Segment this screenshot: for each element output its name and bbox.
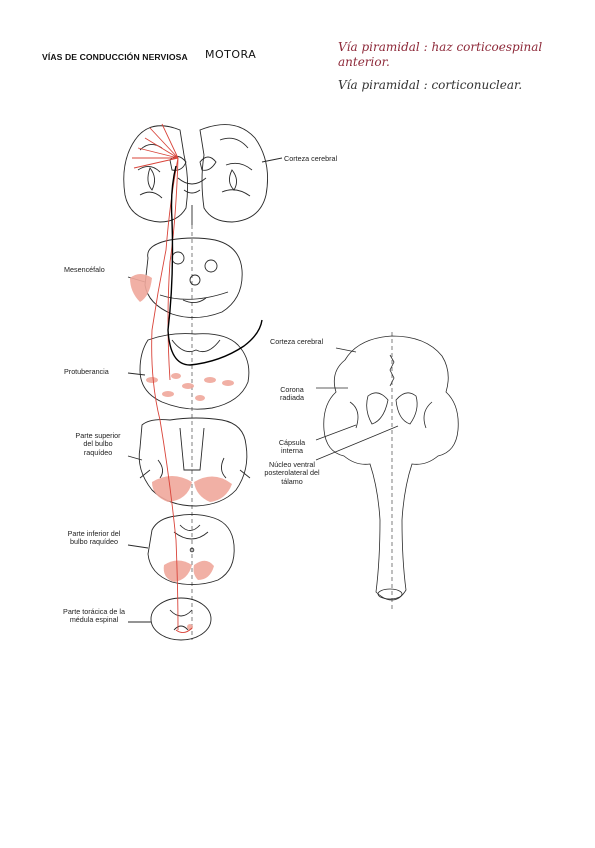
label-corteza-cerebral-right: Corteza cerebral xyxy=(270,337,324,346)
label-parte-inferior-bulbo: Parte inferior del bulbo raquídeo xyxy=(67,529,121,547)
lower-medulla-section xyxy=(127,513,235,585)
upper-medulla-section xyxy=(127,417,251,507)
label-parte-superior-bulbo: Parte superior del bulbo raquídeo xyxy=(75,431,121,457)
label-parte-toracica: Parte torácica de la médula espinal xyxy=(63,607,125,625)
label-protuberancia: Protuberancia xyxy=(64,367,109,376)
pons-section xyxy=(127,333,250,410)
label-corteza-cerebral: Corteza cerebral xyxy=(284,154,338,163)
coronal-brain-section xyxy=(123,124,283,225)
brainstem-overview xyxy=(315,332,459,612)
handwritten-note-corticonuclear: Vía piramidal : corticonuclear. xyxy=(338,78,523,92)
handwritten-note-corticospinal: Vía piramidal : haz corticoespinal anter… xyxy=(338,40,543,69)
label-capsula-interna: Cápsula interna xyxy=(278,438,306,456)
label-mesencefalo: Mesencéfalo xyxy=(64,265,105,274)
label-corona-radiada: Corona radiada xyxy=(280,385,304,403)
page-title: VÍAS DE CONDUCCIÓN NERVIOSA xyxy=(42,52,188,62)
thoracic-cord-section xyxy=(128,597,212,641)
page-subtitle: MOTORA xyxy=(205,48,257,61)
label-nucleo-ventral: Núcleo ventral posterolateral del tálamo xyxy=(264,460,320,486)
